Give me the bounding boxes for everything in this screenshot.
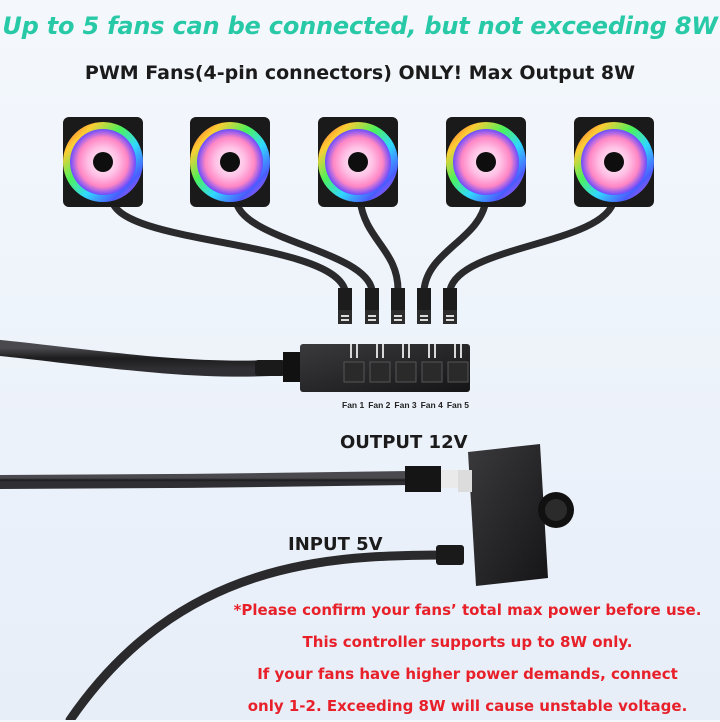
fan-port-label: Fan 3 (394, 400, 417, 410)
fan-port-label: Fan 5 (446, 400, 470, 410)
fan-2 (190, 117, 270, 207)
fan-port-label: Fan 2 (368, 400, 391, 410)
subheadline: PWM Fans(4-pin connectors) ONLY! Max Out… (84, 62, 636, 84)
input-usb-plug (436, 545, 464, 565)
output-plug-tip (441, 470, 459, 488)
warning-line: only 1-2. Exceeding 8W will cause unstab… (247, 697, 688, 715)
output-cable (0, 471, 417, 489)
fan-3 (318, 117, 398, 207)
controller-box (458, 444, 574, 586)
output-label: OUTPUT 12V (340, 432, 468, 453)
cable-sleeve (255, 360, 285, 376)
warning-notes: *Please confirm your fans’ total max pow… (215, 594, 720, 722)
input-label: INPUT 5V (288, 534, 383, 555)
fan-4 (446, 117, 526, 207)
fan-port-label: Fan 4 (420, 400, 443, 410)
fan-cables (108, 196, 618, 294)
warning-line: If your fans have higher power demands, … (257, 665, 678, 683)
warning-line: This controller supports up to 8W only. (302, 633, 633, 651)
input-cable (65, 550, 453, 720)
fan-connectors (338, 288, 457, 324)
hub-input-plug (283, 352, 303, 382)
fan-port-labels: Fan 1 Fan 2 Fan 3 Fan 4 Fan 5 (342, 400, 469, 410)
warning-line: *Please confirm your fans’ total max pow… (233, 601, 702, 619)
fan-port-label: Fan 1 (342, 400, 365, 410)
splitter-hub (300, 344, 470, 392)
output-plug (405, 466, 441, 492)
headline: Up to 5 fans can be connected, but not e… (2, 12, 718, 40)
fan-1 (63, 117, 143, 207)
fan-5 (574, 117, 654, 207)
main-braided-cable (0, 340, 278, 377)
